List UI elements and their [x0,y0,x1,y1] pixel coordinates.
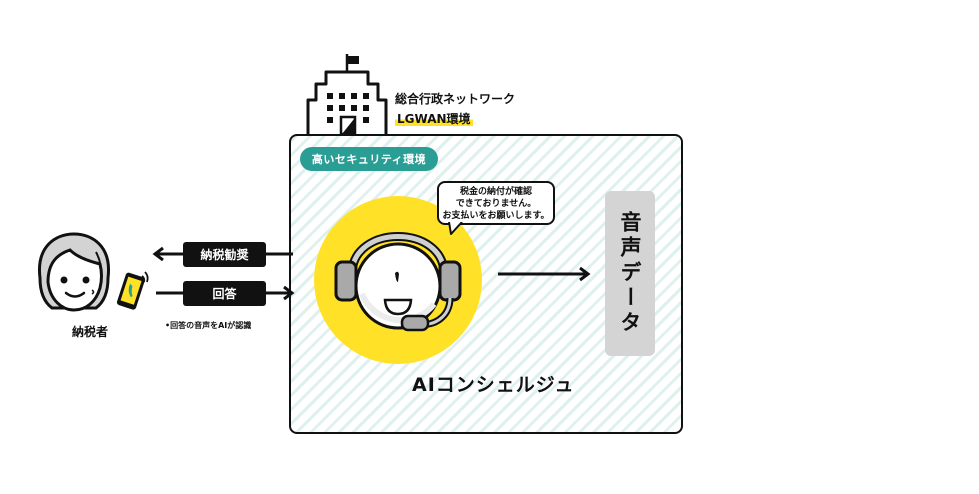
speech-line: できておりません。 [455,199,537,209]
arrow-right-icon [498,266,591,282]
taxpayer-label: 納税者 [72,325,109,339]
speech-line: 税金の納付が確認 [459,187,532,197]
government-building-icon [306,54,388,136]
ai-speech-bubble: 税金の納付が確認 できておりません。 お支払いをお願いします。 [437,181,555,225]
speech-bubble-tail [448,222,463,235]
voice-data-label: 音声データ [618,211,642,336]
voice-recognition-note: •回答の音声をAIが認識 [165,321,252,330]
lgwan-label: LGWAN環境 [395,112,473,126]
ai-concierge-label: AIコンシェルジュ [412,374,575,396]
network-name: 総合行政ネットワーク [395,92,516,106]
smartphone-ringing-icon [116,271,149,310]
elderly-person-icon [38,232,110,312]
security-badge: 高いセキュリティ環境 [300,147,438,171]
voice-data-box: 音声データ [605,191,655,356]
answer-tag: 回答 [183,281,266,306]
headset-operator-icon [314,196,482,364]
tax-encouragement-tag: 納税勧奨 [183,242,266,267]
speech-line: お支払いをお願いします。 [442,211,550,221]
